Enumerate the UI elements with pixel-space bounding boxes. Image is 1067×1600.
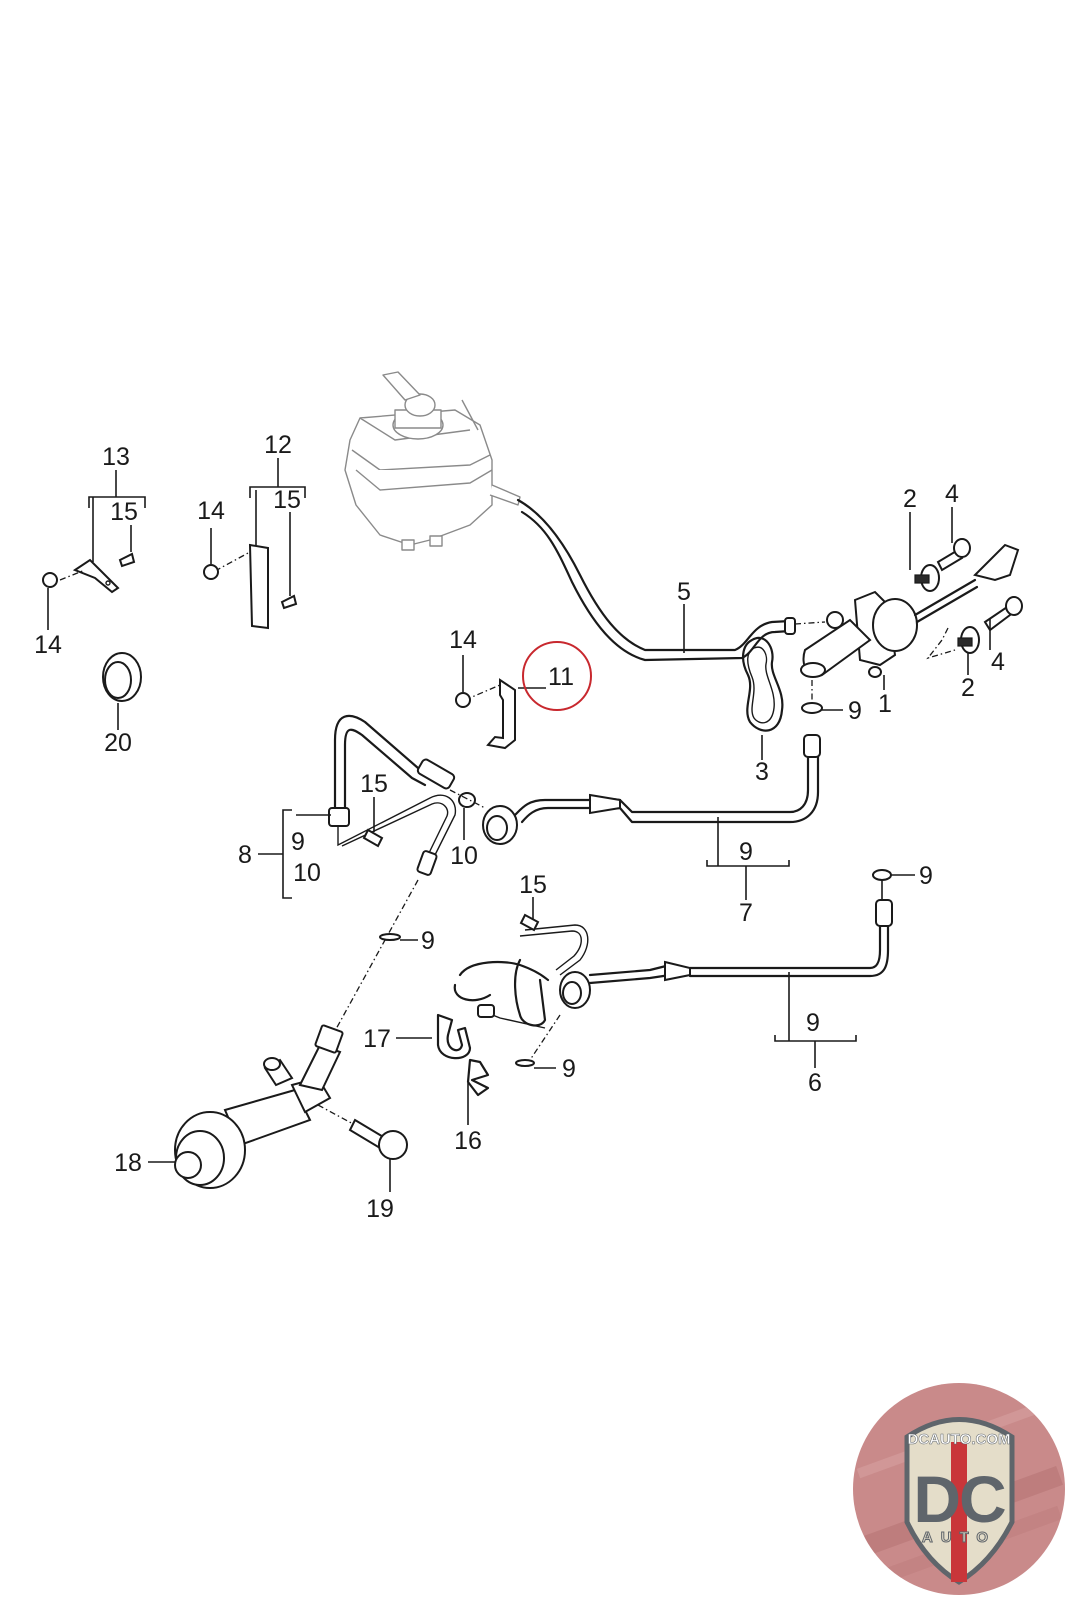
callout-6[interactable]: 6 xyxy=(808,1069,822,1097)
callout-9-group8[interactable]: 9 xyxy=(291,828,305,856)
callout-9-cylinder[interactable]: 9 xyxy=(848,697,862,725)
callout-17[interactable]: 17 xyxy=(363,1025,391,1053)
callout-12[interactable]: 12 xyxy=(264,431,292,459)
callout-13[interactable]: 13 xyxy=(102,443,130,471)
washer-9-cylinder xyxy=(801,702,823,714)
callout-8[interactable]: 8 xyxy=(238,841,252,869)
clip-16 xyxy=(466,1058,490,1097)
fluid-reservoir xyxy=(344,371,521,551)
callout-14-bracket11[interactable]: 14 xyxy=(449,626,477,654)
callout-2-bottom[interactable]: 2 xyxy=(961,674,975,702)
hose-assembly-6 xyxy=(453,899,893,1029)
washer-10 xyxy=(458,792,476,808)
callout-15-hose8[interactable]: 15 xyxy=(360,770,388,798)
callout-3[interactable]: 3 xyxy=(755,758,769,786)
badge-logo-sub: AUTO xyxy=(922,1529,996,1546)
screw-15-hose8 xyxy=(362,828,384,848)
highlight-circle xyxy=(522,641,592,711)
bushing-2-top xyxy=(914,564,940,592)
callout-9-oring-left[interactable]: 9 xyxy=(421,927,435,955)
callout-9-washer-right[interactable]: 9 xyxy=(919,862,933,890)
callout-9-line6[interactable]: 9 xyxy=(806,1009,820,1037)
screw-15-hose6 xyxy=(519,913,540,932)
callout-9-line7[interactable]: 9 xyxy=(739,838,753,866)
bolt-19 xyxy=(348,1118,408,1160)
screw-15-bracket13 xyxy=(118,552,136,568)
callout-19[interactable]: 19 xyxy=(366,1195,394,1223)
callout-1[interactable]: 1 xyxy=(878,690,892,718)
callout-4-bottom[interactable]: 4 xyxy=(991,648,1005,676)
oring-9-mid xyxy=(515,1059,535,1067)
callout-15-group13[interactable]: 15 xyxy=(110,498,138,526)
callout-10-washer[interactable]: 10 xyxy=(450,842,478,870)
union-nut-line7 xyxy=(482,805,518,845)
callout-18[interactable]: 18 xyxy=(114,1149,142,1177)
badge-stripe xyxy=(951,1442,967,1582)
callout-15-group12[interactable]: 15 xyxy=(273,486,301,514)
bolt-4-bottom xyxy=(983,596,1023,632)
dash-washer10 xyxy=(449,789,486,809)
nut-14-bracket11 xyxy=(455,692,471,708)
screw-15-bracket12 xyxy=(280,594,298,610)
bracket-12 xyxy=(248,543,269,630)
dcauto-watermark-logo: DCAUTO.COM DC AUTO xyxy=(853,1383,1065,1595)
oring-9-left xyxy=(379,933,401,941)
nut-14-left xyxy=(42,572,58,588)
callout-9-oring-mid[interactable]: 9 xyxy=(562,1055,576,1083)
callout-14-mid[interactable]: 14 xyxy=(197,497,225,525)
badge-logo-letters: DC xyxy=(913,1462,1005,1536)
bushing-2-bottom xyxy=(957,626,980,654)
nut-14-mid xyxy=(203,564,219,580)
dash-line-to-slave xyxy=(329,879,419,1041)
dash-oring-mid xyxy=(529,1014,561,1061)
callout-7[interactable]: 7 xyxy=(739,899,753,927)
callout-10-group8[interactable]: 10 xyxy=(293,859,321,887)
bolt-4-top xyxy=(936,538,971,572)
badge-site-text: DCAUTO.COM xyxy=(907,1431,1010,1448)
dash-hose-to-cylinder xyxy=(794,621,826,625)
dash-bracket11 xyxy=(464,684,501,701)
callout-16[interactable]: 16 xyxy=(454,1127,482,1155)
washer-9-right xyxy=(872,869,892,881)
fluid-hose-5 xyxy=(516,498,796,662)
leader-lines xyxy=(47,458,991,1192)
grommet-20 xyxy=(102,652,142,702)
dash-bushing xyxy=(926,627,956,660)
hose-assembly-8 xyxy=(328,714,457,876)
clip-17 xyxy=(436,1013,472,1060)
gasket-3 xyxy=(742,636,784,732)
bracket-11 xyxy=(486,678,516,750)
callout-5[interactable]: 5 xyxy=(677,578,691,606)
callout-2-top[interactable]: 2 xyxy=(903,485,917,513)
master-cylinder xyxy=(800,543,1020,678)
dash-bracket12 xyxy=(214,551,251,572)
callout-11[interactable]: 11 xyxy=(548,663,574,691)
hydraulic-line-7 xyxy=(513,734,821,824)
callout-20[interactable]: 20 xyxy=(104,729,132,757)
dash-bracket13 xyxy=(59,569,86,581)
callout-14-left[interactable]: 14 xyxy=(34,631,62,659)
callout-15-hose6[interactable]: 15 xyxy=(519,871,547,899)
slave-cylinder-18 xyxy=(174,1024,344,1189)
callout-4-top[interactable]: 4 xyxy=(945,480,959,508)
bracket-13 xyxy=(72,558,120,594)
dash-bolt19 xyxy=(317,1104,356,1126)
